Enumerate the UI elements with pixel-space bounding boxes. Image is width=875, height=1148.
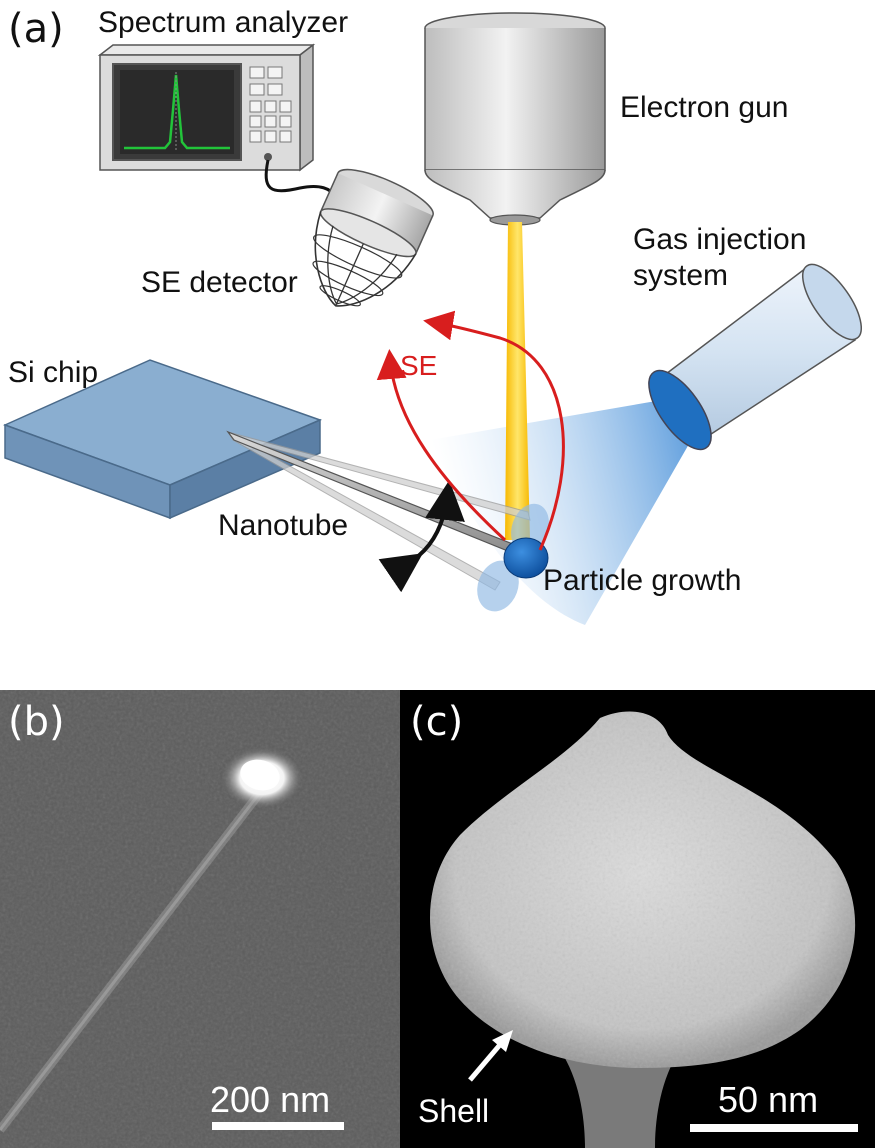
scale-bar-b-label: 200 nm (210, 1079, 330, 1120)
panel-a-label: (a) (8, 6, 64, 52)
shell-arrow (468, 1038, 506, 1082)
electron-gun-icon (424, 12, 606, 226)
panel-c-label: (c) (410, 699, 463, 745)
gas-jet (430, 390, 720, 625)
electron-beam (505, 222, 530, 540)
particle-ghost-lower (477, 560, 519, 612)
scale-bar-c (690, 1124, 858, 1132)
panel-c: (c) Shell 50 nm (400, 690, 875, 1148)
se-arrow-right (423, 310, 565, 551)
gas-injection-label-2: system (633, 259, 728, 292)
scale-bar-b (212, 1122, 344, 1130)
keypad (249, 66, 292, 143)
si-chip-icon (3, 359, 323, 520)
se-detector-label: SE detector (141, 266, 298, 299)
spectrum-trace (124, 74, 230, 150)
particle (503, 537, 549, 579)
spectrum-analyzer-label: Spectrum analyzer (98, 6, 348, 39)
spectrum-analyzer-icon (97, 43, 316, 172)
se-arrow-left (376, 349, 507, 542)
particle-growth-label: Particle growth (543, 564, 741, 597)
gas-injection-label-1: Gas injection (633, 223, 806, 256)
panel-b-label: (b) (8, 699, 65, 745)
panel-a: (a) Spectrum analyzer (3, 6, 862, 625)
nanotube-stem (560, 1050, 680, 1148)
se-label: SE (400, 350, 437, 381)
electron-gun-label: Electron gun (620, 91, 788, 124)
nanotube-label: Nanotube (218, 509, 348, 542)
gas-injection-icon (648, 263, 862, 451)
scale-bar-c-label: 50 nm (718, 1079, 818, 1120)
oscillation-arrow (378, 480, 465, 593)
panel-b: (b) 200 nm (0, 690, 410, 1148)
se-detector-icon (312, 168, 434, 307)
shell-label: Shell (418, 1093, 489, 1129)
si-chip-label: Si chip (8, 356, 98, 389)
